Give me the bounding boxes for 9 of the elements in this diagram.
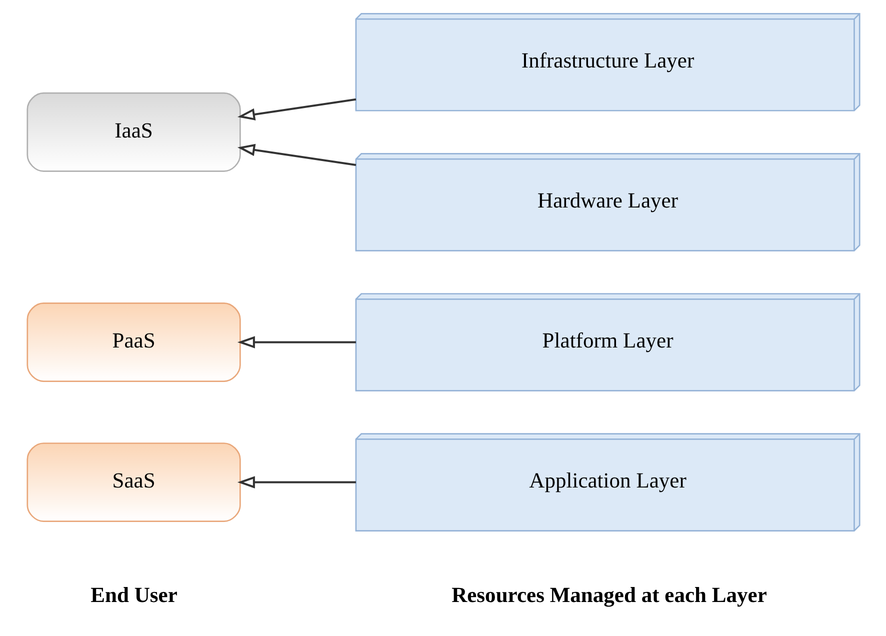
node-box: PaaS (26, 302, 240, 382)
label: End User (90, 582, 177, 607)
node-box: IaaS (26, 92, 240, 172)
arrow (236, 98, 356, 120)
arrow (236, 144, 356, 166)
node-box: SaaS (26, 442, 240, 522)
arrow (236, 476, 356, 488)
label: Resources Managed at each Layer (451, 582, 766, 607)
arrow (236, 336, 356, 348)
